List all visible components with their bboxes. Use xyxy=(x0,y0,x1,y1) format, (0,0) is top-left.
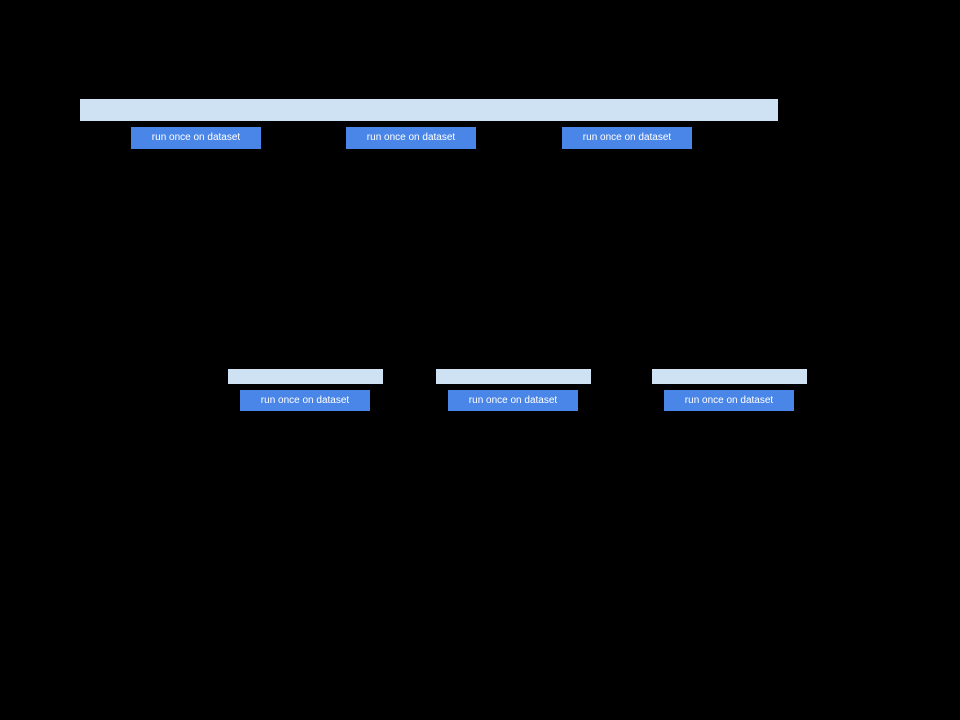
run-once-button[interactable]: run once on dataset xyxy=(448,390,578,411)
stage-bar xyxy=(228,369,383,384)
run-once-button[interactable]: run once on dataset xyxy=(664,390,794,411)
stage-bar xyxy=(436,369,591,384)
run-once-button[interactable]: run once on dataset xyxy=(131,127,261,149)
run-once-button[interactable]: run once on dataset xyxy=(240,390,370,411)
top-pipeline-bar xyxy=(80,99,778,121)
run-once-button[interactable]: run once on dataset xyxy=(562,127,692,149)
stage-bar xyxy=(652,369,807,384)
run-once-button[interactable]: run once on dataset xyxy=(346,127,476,149)
